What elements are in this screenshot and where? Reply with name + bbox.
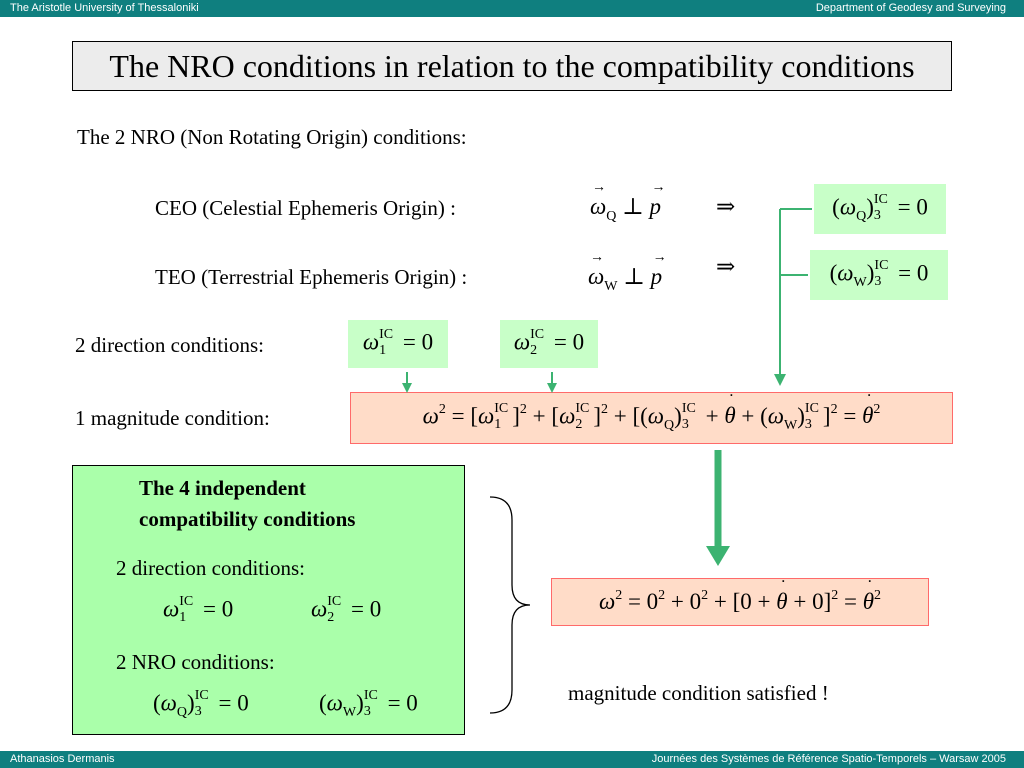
- intro-text: The 2 NRO (Non Rotating Origin) conditio…: [77, 125, 467, 149]
- direction-label: 2 direction conditions:: [75, 333, 264, 357]
- footer-author: Athanasios Dermanis: [10, 753, 115, 765]
- ceo-condition: ωQ ⊥ p: [590, 180, 665, 224]
- direction-arrowhead-1-icon: [402, 383, 412, 393]
- satisfied-text: magnitude condition satisfied !: [568, 681, 829, 705]
- footer-bar: Athanasios Dermanis Journées des Système…: [0, 751, 1024, 768]
- ceo-label: CEO (Celestial Ephemeris Origin) :: [155, 196, 456, 220]
- header-bar: The Aristotle University of Thessaloniki…: [0, 0, 1024, 17]
- compatibility-conditions-box: The 4 independent compatibility conditio…: [72, 465, 465, 735]
- teo-label: TEO (Terrestrial Ephemeris Origin) :: [155, 265, 468, 289]
- box-heading-line1: The 4 independent: [139, 476, 306, 500]
- result-equation-box: ω2 = 02 + 02 + [0 + θ + 0]2 = θ2: [551, 576, 929, 626]
- slide-title: The NRO conditions in relation to the co…: [72, 41, 952, 91]
- teo-condition: ωW ⊥ p: [588, 250, 666, 294]
- header-department: Department of Geodesy and Surveying: [815, 2, 1006, 14]
- connector-arrowhead-icon: [774, 374, 786, 386]
- result-equation: ω2 = 02 + 02 + [0 + θ + 0]2 = θ2: [599, 576, 881, 615]
- brace-icon: [489, 496, 531, 714]
- box-nro-label: 2 NRO conditions:: [116, 650, 275, 674]
- box-direction-label: 2 direction conditions:: [116, 556, 305, 580]
- magnitude-label: 1 magnitude condition:: [75, 406, 270, 430]
- result-arrowhead-icon: [706, 546, 730, 566]
- direction-arrowhead-2-icon: [547, 383, 557, 393]
- ceo-implies-icon: ⇒: [716, 194, 736, 219]
- footer-conference: Journées des Systèmes de Référence Spati…: [651, 753, 1006, 765]
- box-heading-line2: compatibility conditions: [139, 507, 356, 531]
- teo-implies-icon: ⇒: [716, 254, 736, 279]
- header-university: The Aristotle University of Thessaloniki: [10, 2, 199, 14]
